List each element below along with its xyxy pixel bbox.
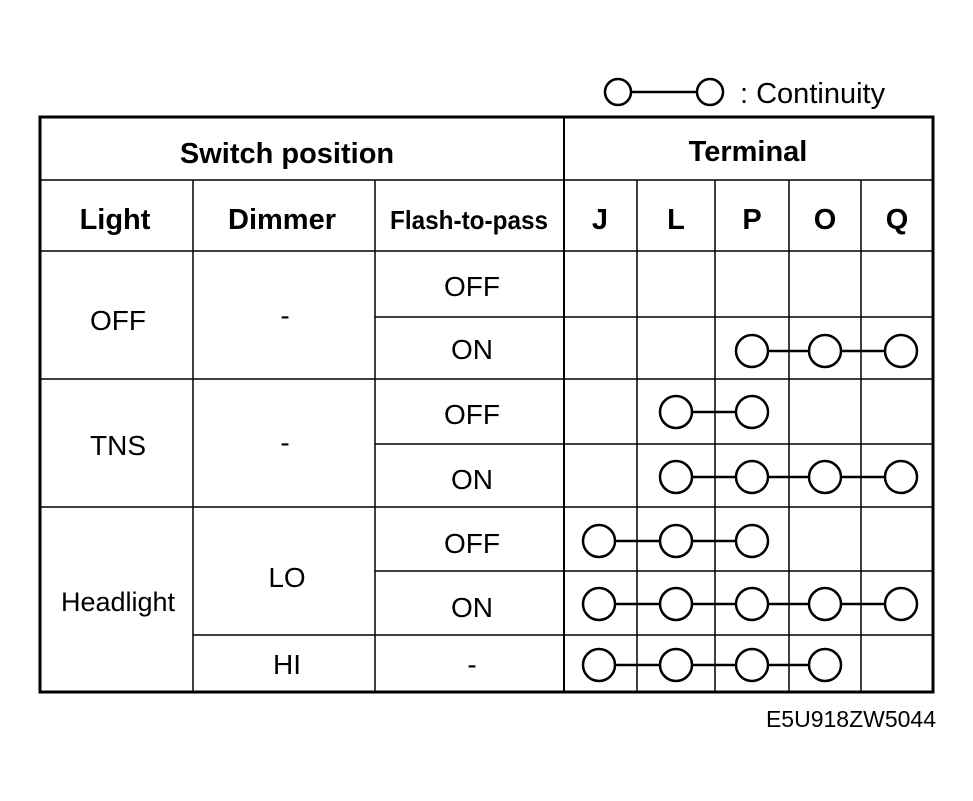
continuity-terminal-j-circle (581, 523, 617, 559)
terminal-o-header: O (814, 204, 837, 236)
dimmer-column: - - LO HI (268, 300, 305, 680)
continuity-terminal-l-circle (658, 394, 694, 430)
continuity-row-7 (581, 647, 843, 683)
light-column: OFF TNS Headlight (61, 305, 176, 617)
continuity-terminal-l-circle (658, 586, 694, 622)
continuity-terminal-p-circle (734, 459, 770, 495)
continuity-terminal-l-circle (658, 523, 694, 559)
dimmer-tns-group-label: - (280, 427, 289, 458)
continuity-row-4 (658, 459, 919, 495)
continuity-terminal-j-circle (581, 586, 617, 622)
flash-row-1-label: OFF (444, 271, 500, 302)
continuity-terminal-p-circle (734, 647, 770, 683)
continuity-terminal-o-circle (807, 647, 843, 683)
dimmer-off-group-label: - (280, 300, 289, 331)
legend-label: : Continuity (740, 78, 886, 110)
flash-row-4-label: ON (451, 464, 493, 495)
dimmer-lo-label: LO (268, 562, 305, 593)
continuity-terminal-o-circle (807, 459, 843, 495)
light-off-label: OFF (90, 305, 146, 336)
continuity-marks (581, 333, 919, 683)
terminal-q-header: Q (886, 204, 909, 236)
dimmer-hi-label: HI (273, 649, 301, 680)
flash-row-7-label: - (467, 649, 476, 680)
continuity-row-3 (658, 394, 770, 430)
flash-row-5-label: OFF (444, 528, 500, 559)
terminal-j-header: J (592, 204, 608, 236)
continuity-row-2 (734, 333, 919, 369)
table-border (38, 115, 935, 694)
flash-row-3-label: OFF (444, 399, 500, 430)
dimmer-column-header: Dimmer (228, 204, 336, 236)
table-grid (40, 117, 933, 692)
table-header: Switch position Terminal Light Dimmer Fl… (80, 136, 909, 236)
continuity-terminal-q-circle (883, 586, 919, 622)
light-column-header: Light (80, 204, 151, 236)
continuity-terminal-l-circle (658, 647, 694, 683)
continuity-terminal-p-circle (734, 523, 770, 559)
light-headlight-label: Headlight (61, 587, 176, 617)
figure-code: E5U918ZW5044 (766, 706, 936, 732)
flash-row-2-label: ON (451, 334, 493, 365)
continuity-terminal-j-circle (581, 647, 617, 683)
terminal-p-header: P (742, 204, 761, 236)
terminal-l-header: L (667, 204, 685, 236)
continuity-terminal-o-circle (807, 586, 843, 622)
flash-to-pass-column: OFF ON OFF ON OFF ON - (444, 271, 500, 680)
switch-position-header: Switch position (180, 138, 394, 170)
flash-to-pass-column-header: Flash-to-pass (390, 205, 548, 235)
continuity-terminal-l-circle (658, 459, 694, 495)
continuity-terminal-q-circle (883, 459, 919, 495)
flash-row-6-label: ON (451, 592, 493, 623)
continuity-row-6 (581, 586, 919, 622)
continuity-terminal-p-circle (734, 394, 770, 430)
light-tns-label: TNS (90, 430, 146, 461)
continuity-terminal-q-circle (883, 333, 919, 369)
continuity-row-5 (581, 523, 770, 559)
continuity-terminal-p-circle (734, 333, 770, 369)
legend: : Continuity (603, 77, 886, 110)
terminal-header: Terminal (689, 136, 808, 168)
continuity-terminal-p-circle (734, 586, 770, 622)
continuity-terminal-o-circle (807, 333, 843, 369)
continuity-legend-icon (603, 77, 725, 107)
